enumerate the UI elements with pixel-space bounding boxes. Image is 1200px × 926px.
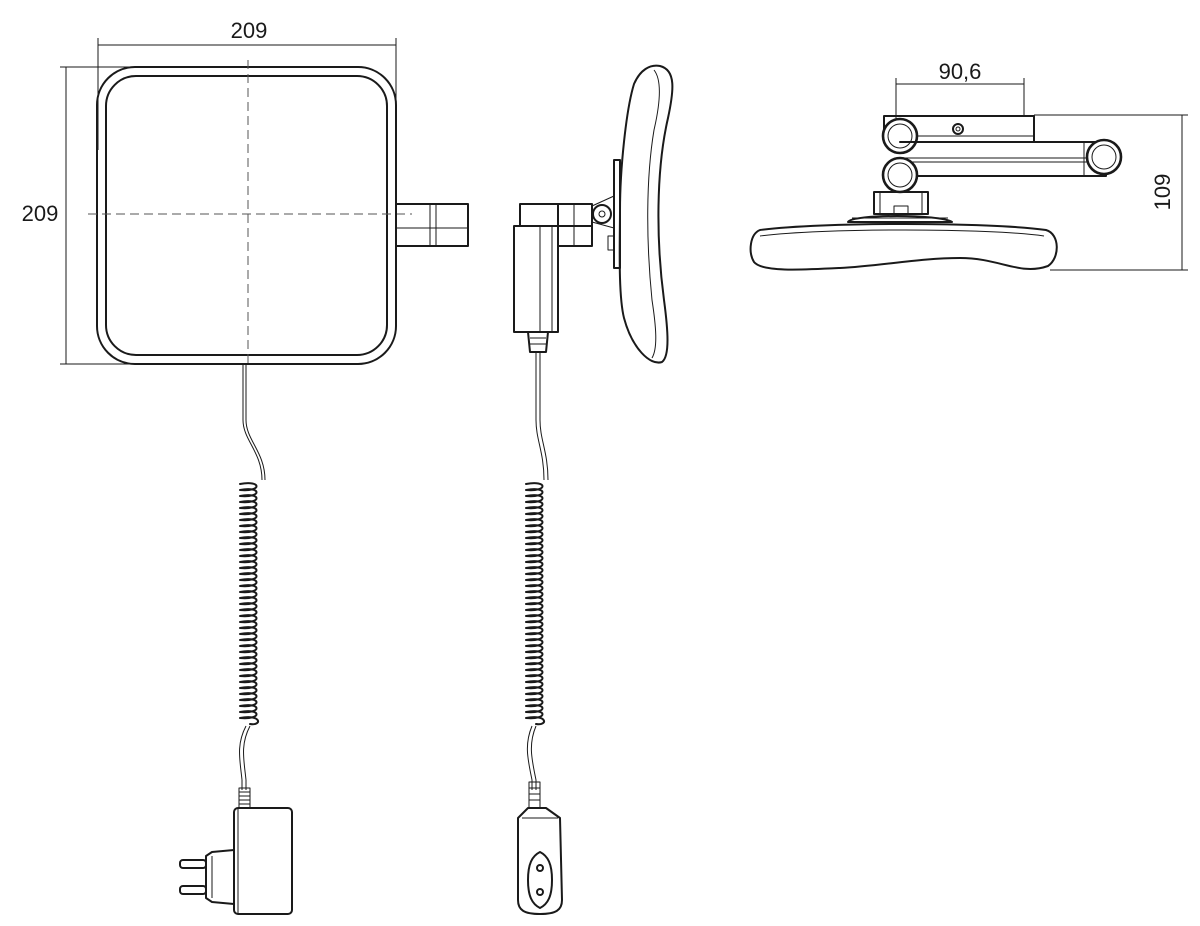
- mirror-glass: [105, 75, 388, 356]
- power-plug-front: [517, 807, 563, 915]
- depth-dimension: 109: [1034, 114, 1188, 271]
- mirror-top-profile: [749, 223, 1058, 271]
- swing-arm: [899, 141, 1107, 177]
- height-dimension-label: 209: [22, 201, 59, 226]
- power-adapter-side: [179, 807, 293, 915]
- front-cord-lower: [239, 725, 247, 790]
- arm-length-label: 90,6: [939, 59, 982, 84]
- front-cord-upper: [242, 364, 263, 481]
- front-strain-relief: [238, 787, 251, 809]
- side-cord-upper: [535, 352, 545, 481]
- side-cord-connector: [527, 331, 549, 353]
- side-view: [513, 64, 674, 915]
- back-mount-plate: [613, 159, 621, 269]
- side-arm-clamp: [519, 195, 615, 247]
- front-view: 209 209: [22, 18, 469, 915]
- mirror-mount: [847, 191, 953, 223]
- width-dimension-label: 209: [231, 18, 268, 43]
- depth-label: 109: [1150, 174, 1175, 211]
- top-view: 90,6 109: [749, 59, 1188, 271]
- front-coiled-cord: [239, 482, 259, 726]
- mirror-outer-frame: [96, 66, 397, 365]
- side-coiled-cord: [525, 482, 545, 726]
- arm-length-dimension: 90,6: [895, 59, 1025, 128]
- width-dimension: 209: [97, 18, 397, 150]
- mirror-side-profile: [618, 64, 674, 364]
- side-housing: [513, 225, 559, 333]
- side-strain-relief: [528, 781, 541, 809]
- front-arm-bracket: [395, 203, 469, 247]
- height-dimension: 209: [22, 66, 250, 365]
- side-cord-lower: [526, 725, 533, 790]
